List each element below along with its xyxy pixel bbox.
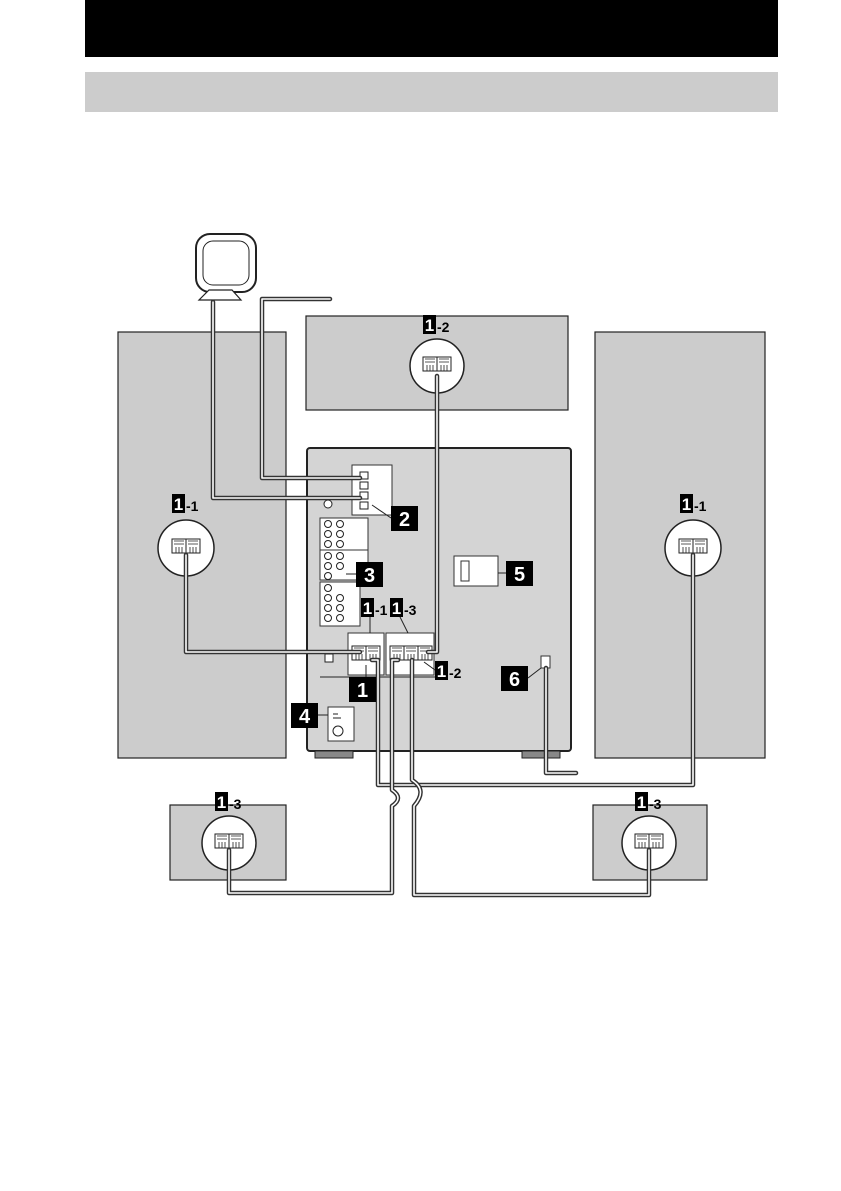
svg-text:6: 6 bbox=[509, 669, 520, 691]
svg-text:-2: -2 bbox=[449, 665, 462, 681]
svg-text:-1: -1 bbox=[186, 498, 199, 514]
svg-text:1: 1 bbox=[425, 316, 434, 335]
label-1-main: 1 bbox=[349, 677, 376, 702]
unit-foot-right bbox=[522, 751, 560, 758]
svg-text:-1: -1 bbox=[375, 602, 388, 618]
svg-text:3: 3 bbox=[364, 565, 375, 587]
label-4-ground: 4 bbox=[291, 703, 318, 728]
svg-text:2: 2 bbox=[399, 509, 410, 531]
unit-foot-left bbox=[315, 751, 353, 758]
svg-text:1: 1 bbox=[357, 680, 368, 702]
label-1-3-surround-right: 1 -3 bbox=[635, 792, 662, 812]
am-loop-antenna-icon bbox=[196, 234, 256, 300]
svg-text:1: 1 bbox=[217, 793, 226, 812]
svg-text:-3: -3 bbox=[649, 796, 662, 812]
svg-text:-3: -3 bbox=[404, 602, 417, 618]
antenna-terminal-block bbox=[352, 465, 392, 515]
svg-text:1: 1 bbox=[637, 793, 646, 812]
svg-text:5: 5 bbox=[514, 564, 525, 586]
unit-jack bbox=[324, 500, 332, 508]
svg-text:-1: -1 bbox=[694, 498, 707, 514]
svg-text:1: 1 bbox=[682, 495, 691, 514]
label-2-antenna: 2 bbox=[391, 506, 418, 531]
svg-text:1: 1 bbox=[174, 495, 183, 514]
svg-text:1: 1 bbox=[392, 599, 401, 618]
unit-small-jack bbox=[325, 654, 333, 662]
svg-text:-3: -3 bbox=[229, 796, 242, 812]
svg-text:4: 4 bbox=[299, 706, 311, 728]
svg-text:1: 1 bbox=[363, 599, 372, 618]
label-1-3-surround-left: 1 -3 bbox=[215, 792, 242, 812]
ground-screw bbox=[333, 726, 343, 736]
label-5-voltage: 5 bbox=[506, 561, 533, 586]
svg-text:1: 1 bbox=[437, 662, 446, 681]
voltage-selector-switch bbox=[461, 561, 469, 581]
svg-text:-2: -2 bbox=[437, 319, 450, 335]
label-3-video: 3 bbox=[356, 562, 383, 587]
ground-terminal bbox=[328, 707, 354, 741]
label-6-power: 6 bbox=[501, 666, 528, 691]
